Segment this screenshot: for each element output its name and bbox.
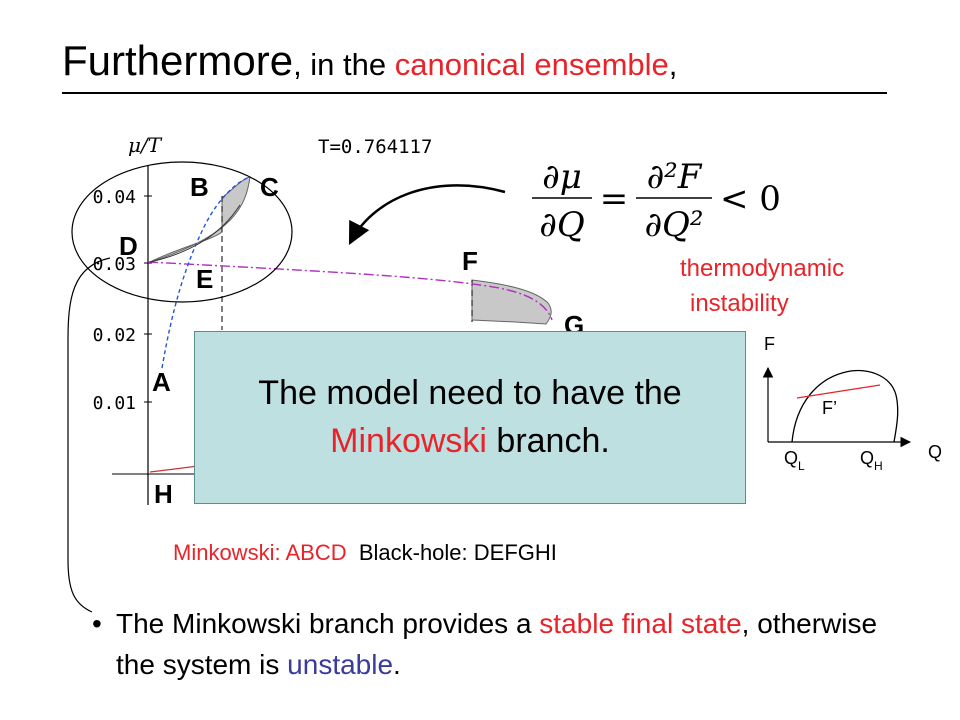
point-label-b: B <box>190 172 209 202</box>
stability-equation: ∂μ ∂Q = ∂²F ∂Q² < 0 <box>532 157 781 245</box>
bullet-stable-final: stable final <box>539 608 674 639</box>
inset-tangent-line <box>796 384 881 399</box>
point-label-f: F <box>462 246 478 276</box>
point-label-d: D <box>119 231 138 261</box>
eq-denominator-1: ∂Q <box>539 205 584 245</box>
callout-line-2: Minkowski branch. <box>330 418 610 466</box>
callout-box: The model need to have the Minkowski bra… <box>194 331 746 504</box>
caption-black-hole: Black-hole: DEFGHI <box>358 540 557 565</box>
point-label-c: C <box>260 172 279 202</box>
black-hole-curve <box>147 261 553 321</box>
inset-f-prime-label: F’ <box>822 398 837 418</box>
title-underline <box>62 92 887 94</box>
curve-dc <box>149 204 241 263</box>
title-comma: , <box>668 47 678 82</box>
point-label-a: A <box>152 367 171 397</box>
point-label-h: H <box>154 479 173 509</box>
thermodynamic-instability-label: thermodynamic instability <box>680 252 844 322</box>
bullet-unstable: unstable <box>287 648 394 680</box>
eq-less-than-zero: < 0 <box>720 179 781 219</box>
bullet-t4: , otherwise the system is <box>116 608 878 680</box>
callout-branch: branch. <box>486 421 610 460</box>
y-axis-label: μ/T <box>128 133 163 157</box>
highlight-ellipse <box>71 161 293 303</box>
point-label-e: E <box>196 264 213 294</box>
eq-numerator-1: ∂μ <box>542 157 582 197</box>
bullet-dot: • <box>92 608 102 639</box>
slide-title: Furthermore, in the canonical ensemble, <box>62 40 677 82</box>
title-canonical-ensemble: canonical ensemble <box>394 47 669 82</box>
title-furthermore: Furthermore <box>62 37 294 84</box>
temperature-label: T=0.764117 <box>318 136 432 158</box>
caption-minkowski: Minkowski: ABCD <box>173 540 347 565</box>
free-energy-inset: F Q F’ Q L Q H <box>762 334 942 473</box>
bullet-t1: The Minkowski branch provides a <box>116 608 540 639</box>
tick-label: 0.04 <box>93 187 136 208</box>
eq-numerator-2: ∂²F <box>647 157 703 197</box>
inset-ql-main: Q <box>784 448 798 468</box>
minkowski-curve <box>161 176 251 369</box>
inset-qh-main: Q <box>860 448 874 468</box>
callout-minkowski: Minkowski <box>330 421 487 460</box>
thermo-line-1: thermodynamic <box>680 255 845 282</box>
pointer-arrow <box>348 184 506 246</box>
inset-f-label: F <box>764 334 775 354</box>
tick-label: 0.02 <box>93 325 136 346</box>
bullet-point: • The Minkowski branch provides a stable… <box>92 604 892 685</box>
inset-q-label: Q <box>928 442 942 462</box>
title-in-the: , in the <box>293 47 395 82</box>
inset-f-curve <box>791 369 899 443</box>
inset-qh-sub: H <box>874 459 883 473</box>
eq-equals: = <box>600 179 629 219</box>
eq-denominator-2: ∂Q² <box>644 205 703 245</box>
shaded-region-upper <box>149 176 251 263</box>
shaded-region-right <box>471 279 552 325</box>
bullet-period: . <box>393 648 401 680</box>
tick-label: 0.01 <box>93 393 136 414</box>
thermo-line-2: instability <box>690 289 789 317</box>
connector-bracket <box>67 257 111 613</box>
branch-caption: Minkowski: ABCD Black-hole: DEFGHI <box>173 540 557 566</box>
bullet-state: state <box>680 608 742 639</box>
bullet-text: The Minkowski branch provides a stable f… <box>92 604 892 685</box>
inset-ql-sub: L <box>798 459 805 473</box>
callout-line-1: The model need to have the <box>258 373 682 412</box>
